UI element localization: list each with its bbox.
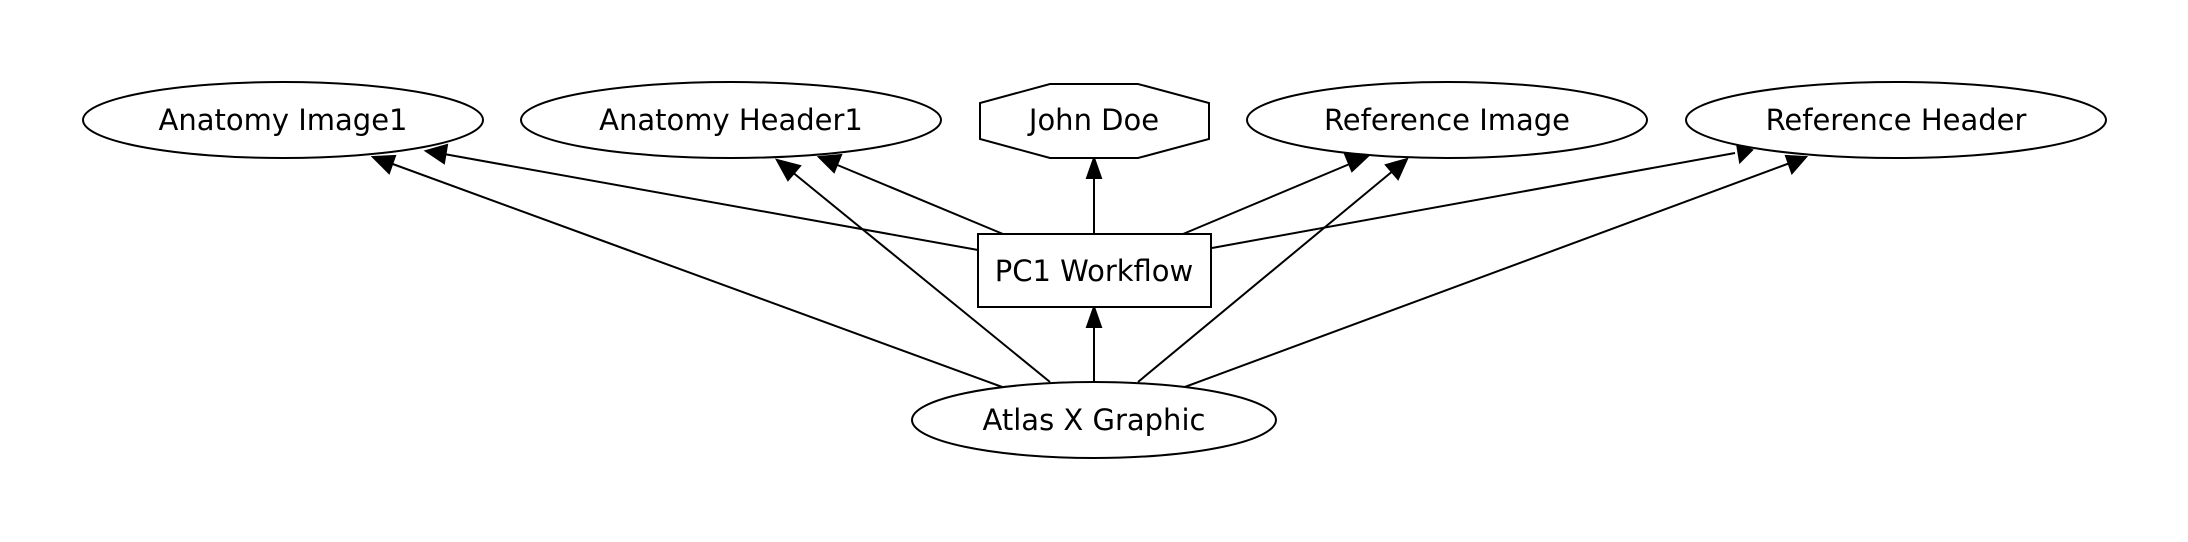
arrowhead-atlas-to-anatomy-image1 [370,154,397,175]
edge-atlas-to-reference-image [1137,169,1395,383]
edge-pc1-to-reference-image [1182,162,1353,235]
arrowhead-atlas-to-reference-header [1784,154,1809,175]
node-pc1-workflow: PC1 Workflow [977,233,1212,308]
node-anatomy-header1-shape [520,81,942,159]
node-john-doe: John Doe [979,83,1210,159]
arrowhead-atlas-to-anatomy-header1 [775,158,802,182]
edge-atlas-to-anatomy-header1 [790,170,1051,383]
node-reference-header: Reference Header [1685,81,2107,159]
arrowhead-pc1-to-anatomy-header1 [816,153,843,174]
edges [370,142,1809,389]
arrowhead-pc1-to-reference-image [1343,152,1371,173]
edge-pc1-to-reference-header [1211,152,1736,249]
edge-atlas-to-reference-header [1181,162,1791,389]
node-atlas-x-graphic: Atlas X Graphic [911,381,1277,459]
node-john-doe-label: John Doe [1027,103,1159,137]
node-pc1-workflow-shape [977,233,1212,308]
node-anatomy-header1: Anatomy Header1 [520,81,942,159]
node-atlas-x-graphic-shape [911,381,1277,459]
edge-pc1-to-anatomy-header1 [834,163,1004,235]
arrowhead-pc1-to-anatomy-image1 [423,143,449,165]
node-anatomy-header1-label: Anatomy Header1 [599,103,863,137]
node-reference-header-label: Reference Header [1766,103,2027,137]
node-pc1-workflow-label: PC1 Workflow [995,254,1194,288]
node-reference-image: Reference Image [1246,81,1648,159]
node-reference-image-shape [1246,81,1648,159]
node-john-doe-shape [979,83,1210,159]
node-anatomy-image1-shape [82,81,484,159]
node-anatomy-image1-label: Anatomy Image1 [158,103,407,137]
node-atlas-x-graphic-label: Atlas X Graphic [983,403,1206,437]
arrowhead-atlas-to-pc1 [1085,303,1103,328]
node-reference-header-shape [1685,81,2107,159]
edge-pc1-to-anatomy-image1 [443,153,979,251]
arrowhead-atlas-to-reference-image [1384,157,1409,181]
node-anatomy-image1: Anatomy Image1 [82,81,484,159]
arrowhead-pc1-to-john-doe [1085,154,1103,179]
node-reference-image-label: Reference Image [1324,103,1570,137]
edge-atlas-to-anatomy-image1 [389,162,1006,389]
